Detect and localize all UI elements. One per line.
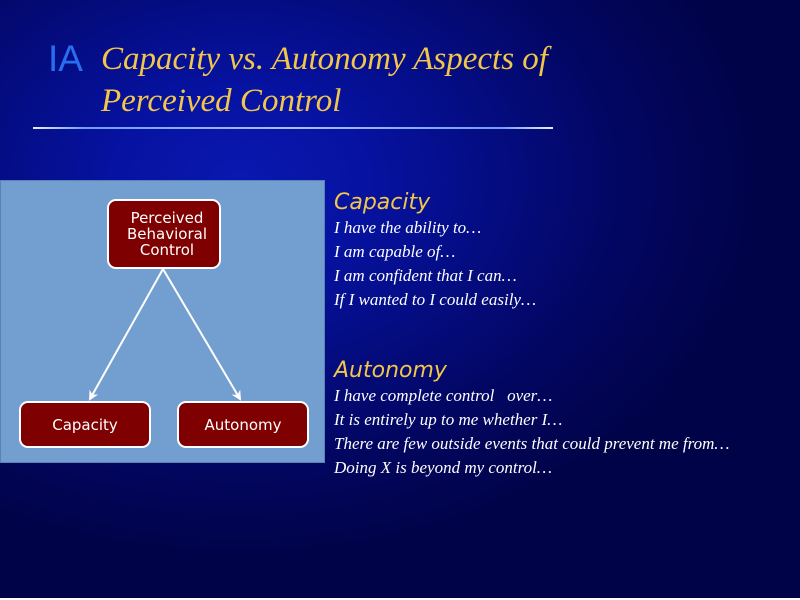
autonomy-item: There are few outside events that could … bbox=[334, 434, 730, 453]
autonomy-item: I have complete control over… bbox=[334, 386, 553, 405]
node-root-line: Perceived bbox=[130, 209, 204, 227]
node-capacity-label: Capacity bbox=[52, 415, 118, 434]
autonomy-section: Autonomy I have complete control over… I… bbox=[334, 358, 729, 480]
arrow-to-autonomy bbox=[162, 268, 242, 401]
slide-title: Capacity vs. Autonomy Aspects of Perceiv… bbox=[101, 41, 548, 119]
node-perceived-behavioral-control: Perceived Behavioral Control bbox=[107, 199, 221, 269]
autonomy-item: Doing X is beyond my control… bbox=[334, 458, 552, 477]
capacity-heading: Capacity bbox=[334, 190, 431, 215]
title-underline bbox=[33, 127, 553, 129]
node-root-line: Control bbox=[139, 241, 195, 259]
node-autonomy: Autonomy bbox=[177, 401, 309, 448]
bottom-edge-line bbox=[0, 598, 800, 600]
capacity-item: I have the ability to… bbox=[334, 218, 482, 237]
autonomy-heading: Autonomy bbox=[334, 358, 447, 383]
node-root-line: Behavioral bbox=[127, 225, 207, 243]
node-capacity: Capacity bbox=[19, 401, 151, 448]
diagram-arrows bbox=[89, 268, 242, 401]
capacity-item: I am confident that I can… bbox=[334, 266, 517, 285]
capacity-item: I am capable of… bbox=[334, 242, 456, 261]
capacity-section: Capacity I have the ability to… I am cap… bbox=[334, 190, 536, 312]
node-autonomy-label: Autonomy bbox=[204, 415, 282, 434]
capacity-item: If I wanted to I could easily… bbox=[334, 290, 537, 309]
arrow-to-capacity bbox=[89, 268, 164, 401]
autonomy-item: It is entirely up to me whether I… bbox=[334, 410, 563, 429]
pbc-diagram: Perceived Behavioral Control Capacity Au… bbox=[0, 180, 325, 463]
slide-number-label: IA bbox=[48, 38, 83, 79]
